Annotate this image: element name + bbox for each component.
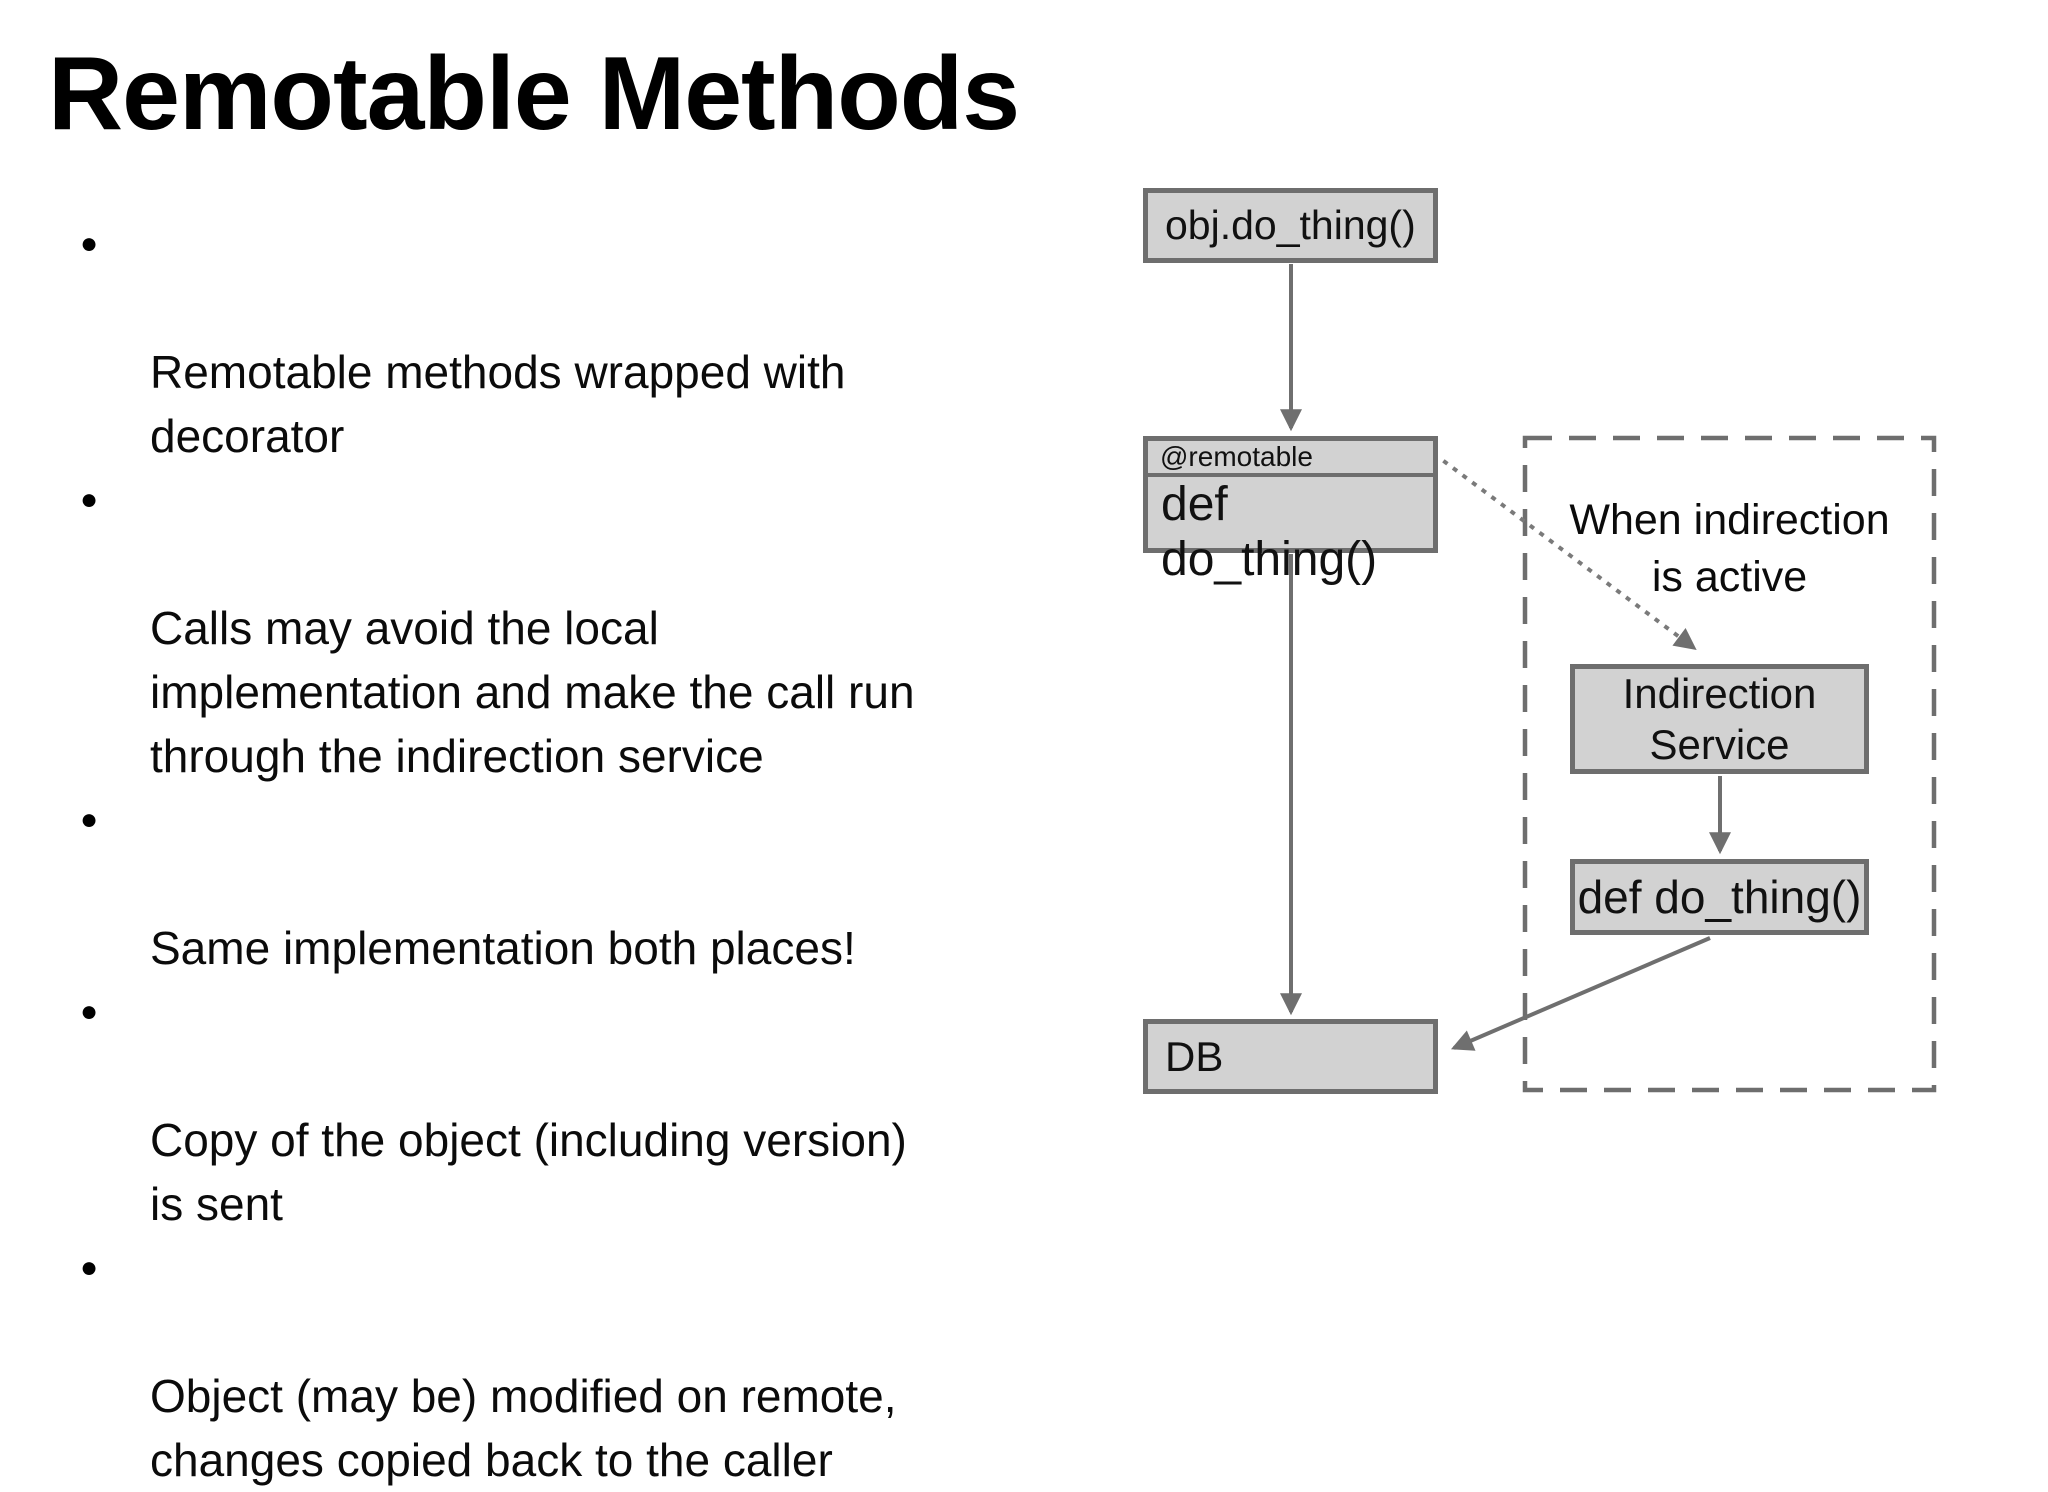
list-item: ● Copy of the object (including version)… (78, 980, 1038, 1236)
bullet-icon: ● (80, 1251, 99, 1284)
list-item: ● Same implementation both places! (78, 788, 1038, 980)
bullet-icon: ● (80, 227, 99, 260)
remote-method-box: def do_thing() (1570, 859, 1869, 935)
bullet-list: ● Remotable methods wrapped with decorat… (78, 212, 1038, 1492)
condition-label: When indirection is active (1569, 496, 1890, 601)
page-title: Remotable Methods (48, 36, 1020, 152)
bullet-text: Object (may be) modified on remote, chan… (150, 1370, 897, 1486)
bullet-icon: ● (80, 483, 99, 516)
bullet-icon: ● (80, 995, 99, 1028)
list-item: ● Remotable methods wrapped with decorat… (78, 212, 1038, 468)
decorator-label: @remotable (1148, 441, 1433, 477)
bullet-text: Calls may avoid the local implementation… (150, 602, 915, 782)
remotable-method-box: @remotable def do_thing() (1143, 436, 1438, 586)
list-item: ● Object (may be) modified on remote, ch… (78, 1236, 1038, 1492)
bullet-icon: ● (80, 803, 99, 836)
list-item: ● Calls may avoid the local implementati… (78, 468, 1038, 788)
local-method-label: def do_thing() (1161, 478, 1378, 586)
bullet-text: Copy of the object (including version) i… (150, 1114, 907, 1230)
arrow-remote-method-to-db (1450, 936, 1711, 1051)
db-box: DB (1143, 1019, 1438, 1094)
bullet-text: Same implementation both places! (150, 922, 856, 974)
caller-box: obj.do_thing() (1143, 188, 1438, 263)
indirection-service-box: Indirection Service (1570, 664, 1869, 774)
bullet-text: Remotable methods wrapped with decorator (150, 346, 846, 462)
caller-box-label: obj.do_thing() (1165, 202, 1416, 248)
